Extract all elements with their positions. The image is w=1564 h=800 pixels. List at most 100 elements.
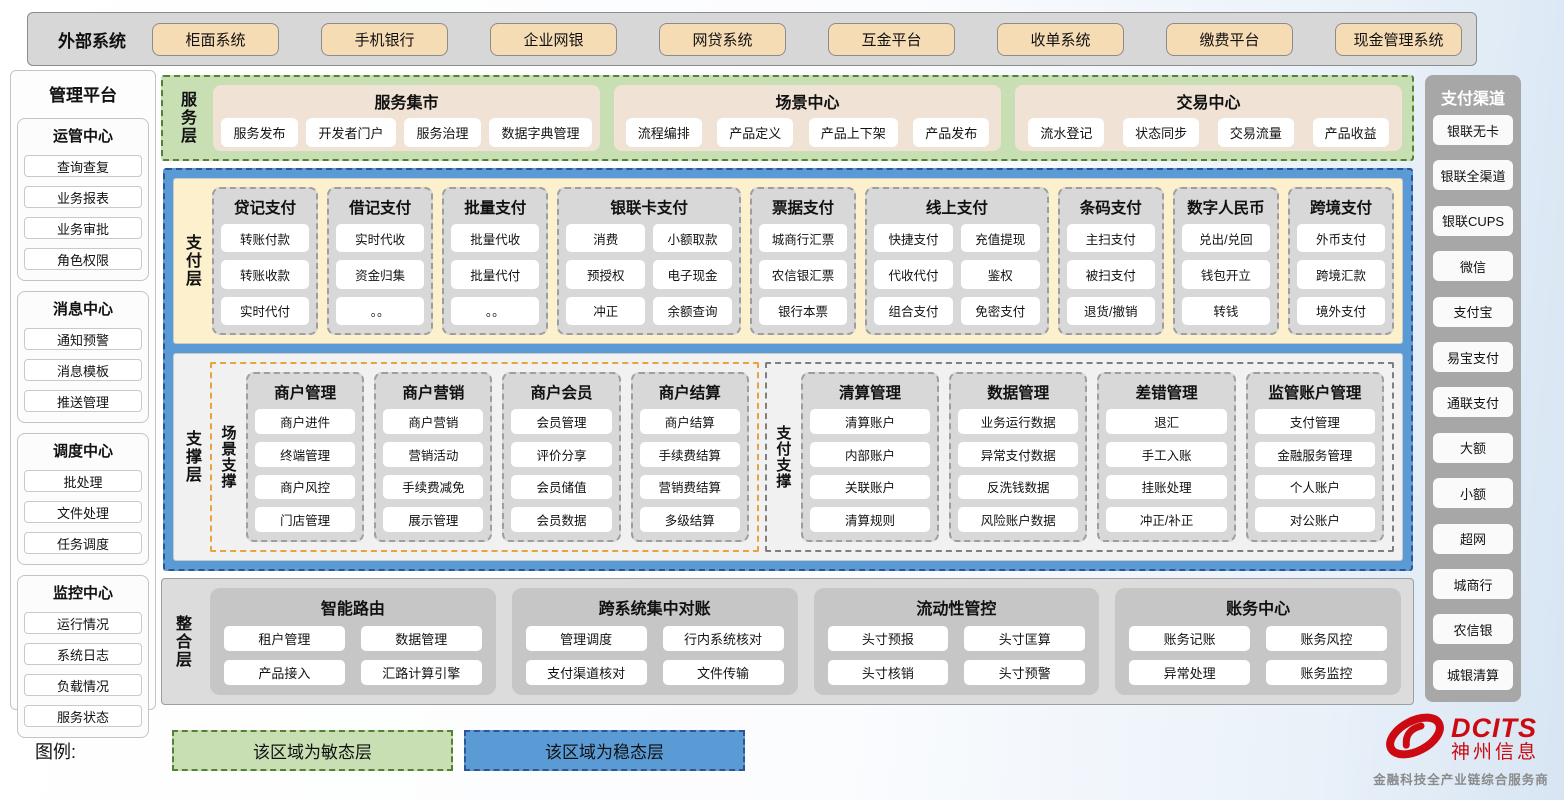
service-item-button[interactable]: 交易流量 — [1217, 118, 1294, 147]
integration-item-button[interactable]: 产品接入 — [224, 660, 345, 685]
service-item-button[interactable]: 服务发布 — [221, 118, 298, 147]
management-menu-button[interactable]: 推送管理 — [24, 390, 142, 412]
support-item-button[interactable]: 金融服务管理 — [1254, 441, 1376, 467]
external-system-button[interactable]: 柜面系统 — [152, 22, 279, 56]
external-system-button[interactable]: 互金平台 — [828, 22, 955, 56]
support-item-button[interactable]: 内部账户 — [809, 441, 931, 467]
management-menu-button[interactable]: 通知预警 — [24, 328, 142, 350]
support-item-button[interactable]: 终端管理 — [255, 441, 356, 467]
support-item-button[interactable]: 退汇 — [1106, 409, 1227, 434]
channel-button[interactable]: 农信银 — [1433, 614, 1513, 645]
payment-item-button[interactable]: 退货/撤销 — [1066, 296, 1155, 325]
channel-button[interactable]: 大额 — [1433, 432, 1513, 463]
channel-button[interactable]: 小额 — [1433, 478, 1513, 509]
support-item-button[interactable]: 商户结算 — [639, 409, 740, 434]
management-menu-button[interactable]: 业务审批 — [24, 217, 142, 239]
support-item-button[interactable]: 业务运行数据 — [958, 409, 1079, 434]
payment-item-button[interactable]: 冲正 — [566, 296, 646, 325]
support-item-button[interactable]: 商户风控 — [255, 474, 356, 500]
support-item-button[interactable]: 个人账户 — [1254, 474, 1376, 500]
integration-item-button[interactable]: 账务监控 — [1266, 660, 1387, 685]
channel-button[interactable]: 易宝支付 — [1433, 342, 1513, 373]
support-item-button[interactable]: 关联账户 — [809, 474, 931, 500]
channel-button[interactable]: 银联CUPS — [1433, 205, 1513, 236]
integration-item-button[interactable]: 管理调度 — [525, 626, 647, 651]
payment-item-button[interactable]: 余额查询 — [653, 296, 732, 325]
payment-item-button[interactable]: 转账付款 — [221, 224, 310, 253]
support-item-button[interactable]: 展示管理 — [383, 507, 484, 532]
support-item-button[interactable]: 会员数据 — [511, 507, 612, 532]
support-item-button[interactable]: 商户营销 — [383, 409, 484, 434]
service-item-button[interactable]: 服务治理 — [404, 118, 481, 147]
support-item-button[interactable]: 清算规则 — [809, 507, 931, 532]
management-menu-button[interactable]: 查询查复 — [24, 155, 142, 177]
support-item-button[interactable]: 会员管理 — [511, 409, 612, 434]
payment-item-button[interactable]: 跨境汇款 — [1296, 260, 1386, 289]
integration-item-button[interactable]: 行内系统核对 — [662, 626, 784, 651]
payment-item-button[interactable]: 实时代收 — [336, 224, 425, 253]
external-system-button[interactable]: 缴费平台 — [1166, 22, 1293, 56]
integration-item-button[interactable]: 数据管理 — [360, 626, 482, 651]
support-item-button[interactable]: 风险账户数据 — [958, 507, 1079, 532]
payment-item-button[interactable]: 免密支付 — [960, 296, 1040, 325]
channel-button[interactable]: 微信 — [1433, 251, 1513, 282]
support-item-button[interactable]: 反洗钱数据 — [958, 474, 1079, 500]
payment-item-button[interactable]: 实时代付 — [221, 296, 310, 325]
payment-item-button[interactable]: 被扫支付 — [1066, 260, 1155, 289]
support-item-button[interactable]: 手续费结算 — [639, 441, 740, 467]
payment-item-button[interactable]: 转账收款 — [221, 260, 310, 289]
management-menu-button[interactable]: 角色权限 — [24, 248, 142, 270]
external-system-button[interactable]: 手机银行 — [321, 22, 448, 56]
service-item-button[interactable]: 产品发布 — [913, 118, 990, 147]
external-system-button[interactable]: 现金管理系统 — [1335, 22, 1462, 56]
integration-item-button[interactable]: 账务记账 — [1129, 626, 1251, 651]
support-item-button[interactable]: 冲正/补正 — [1106, 507, 1227, 532]
payment-item-button[interactable]: 资金归集 — [336, 260, 425, 289]
payment-item-button[interactable]: 。。 — [451, 296, 540, 325]
support-item-button[interactable]: 商户进件 — [255, 409, 356, 434]
service-item-button[interactable]: 流水登记 — [1028, 118, 1105, 147]
support-item-button[interactable]: 手工入账 — [1106, 441, 1227, 467]
support-item-button[interactable]: 对公账户 — [1254, 507, 1376, 532]
payment-item-button[interactable]: 消费 — [566, 224, 646, 253]
support-item-button[interactable]: 手续费减免 — [383, 474, 484, 500]
management-menu-button[interactable]: 负载情况 — [24, 674, 142, 696]
payment-item-button[interactable]: 城商行汇票 — [758, 224, 848, 253]
payment-item-button[interactable]: 外币支付 — [1296, 224, 1386, 253]
management-menu-button[interactable]: 消息模板 — [24, 359, 142, 381]
support-item-button[interactable]: 营销费结算 — [639, 474, 740, 500]
channel-button[interactable]: 超网 — [1433, 523, 1513, 554]
management-menu-button[interactable]: 服务状态 — [24, 705, 142, 727]
channel-button[interactable]: 城银清算 — [1433, 659, 1513, 690]
payment-item-button[interactable]: 兑出/兑回 — [1181, 224, 1270, 253]
support-item-button[interactable]: 评价分享 — [511, 441, 612, 467]
channel-button[interactable]: 银联全渠道 — [1433, 160, 1513, 191]
payment-item-button[interactable]: 代收代付 — [874, 260, 953, 289]
payment-item-button[interactable]: 充值提现 — [960, 224, 1040, 253]
management-menu-button[interactable]: 批处理 — [24, 470, 142, 492]
service-item-button[interactable]: 产品收益 — [1312, 118, 1389, 147]
integration-item-button[interactable]: 异常处理 — [1129, 660, 1251, 685]
integration-item-button[interactable]: 账务风控 — [1266, 626, 1387, 651]
payment-item-button[interactable]: 小额取款 — [653, 224, 732, 253]
payment-item-button[interactable]: 境外支付 — [1296, 296, 1386, 325]
payment-item-button[interactable]: 组合支付 — [874, 296, 953, 325]
channel-button[interactable]: 城商行 — [1433, 569, 1513, 600]
integration-item-button[interactable]: 租户管理 — [224, 626, 345, 651]
payment-item-button[interactable]: 。。 — [336, 296, 425, 325]
support-item-button[interactable]: 会员储值 — [511, 474, 612, 500]
management-menu-button[interactable]: 任务调度 — [24, 532, 142, 554]
management-menu-button[interactable]: 文件处理 — [24, 501, 142, 523]
payment-item-button[interactable]: 钱包开立 — [1181, 260, 1270, 289]
integration-item-button[interactable]: 支付渠道核对 — [525, 660, 647, 685]
payment-item-button[interactable]: 鉴权 — [960, 260, 1040, 289]
support-item-button[interactable]: 异常支付数据 — [958, 441, 1079, 467]
payment-item-button[interactable]: 银行本票 — [758, 296, 848, 325]
service-item-button[interactable]: 数据字典管理 — [489, 118, 592, 147]
management-menu-button[interactable]: 系统日志 — [24, 643, 142, 665]
payment-item-button[interactable]: 电子现金 — [653, 260, 732, 289]
channel-button[interactable]: 支付宝 — [1433, 296, 1513, 327]
payment-item-button[interactable]: 转钱 — [1181, 296, 1270, 325]
support-item-button[interactable]: 挂账处理 — [1106, 474, 1227, 500]
service-item-button[interactable]: 产品上下架 — [808, 118, 898, 147]
